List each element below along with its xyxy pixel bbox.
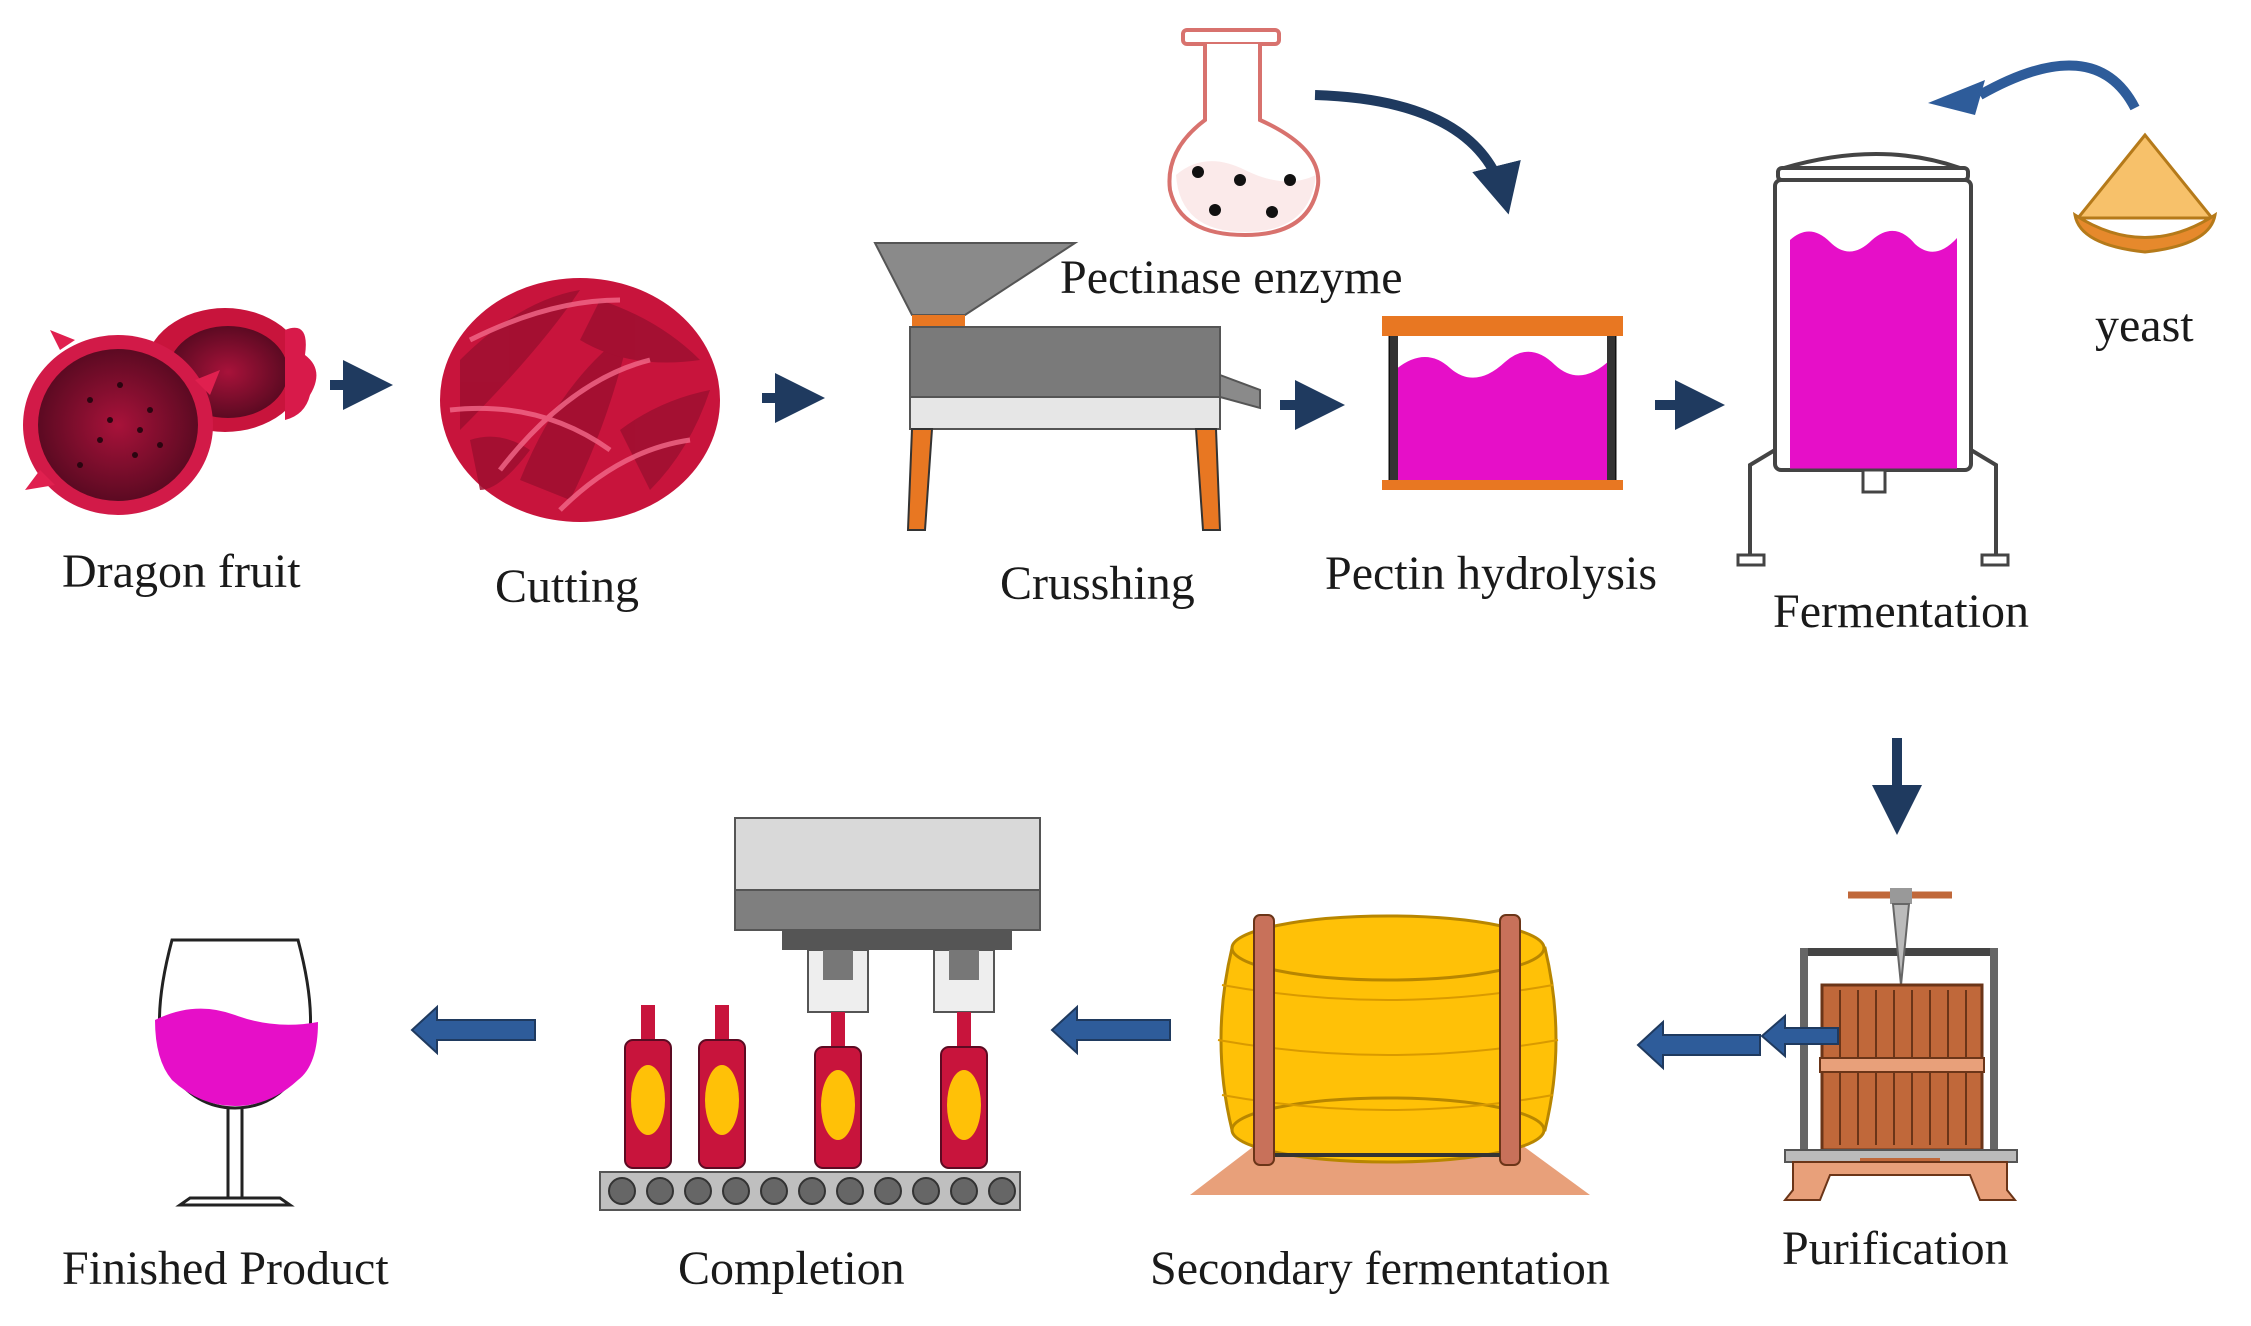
label-finished-product: Finished Product (62, 1242, 389, 1295)
label-fermentation: Fermentation (1773, 585, 2029, 638)
flow-arrows-top (330, 360, 1725, 430)
yeast-icon (2072, 132, 2218, 254)
wine-glass-image (155, 938, 318, 1207)
label-completion: Completion (678, 1242, 905, 1295)
dragon-fruit-image (23, 308, 317, 515)
label-cutting: Cutting (495, 560, 640, 613)
label-crushing: Crusshing (1000, 557, 1195, 610)
label-purification: Purification (1782, 1222, 2009, 1275)
bottle (624, 1005, 672, 1169)
bottles (624, 1005, 988, 1169)
bottle (940, 1012, 988, 1169)
barrel-image (1190, 914, 1590, 1195)
flask-image (1167, 28, 1321, 238)
bottle (814, 1012, 862, 1169)
crushing-machine-image (873, 242, 1261, 531)
flow-arrows-bottom (410, 1004, 1839, 1071)
yeast-arrow (1977, 60, 2140, 111)
bottle (698, 1005, 746, 1169)
cutting-image (440, 278, 720, 522)
bottling-machine-image (599, 817, 1041, 1211)
label-pectinase-enzyme: Pectinase enzyme (1060, 251, 1403, 304)
label-secondary-fermentation: Secondary fermentation (1150, 1242, 1610, 1295)
label-yeast: yeast (2095, 299, 2194, 352)
label-dragon-fruit: Dragon fruit (62, 545, 301, 598)
yeast-arrowhead (1928, 80, 1985, 115)
enzyme-arrow (1314, 90, 1521, 215)
press-image (1782, 888, 2018, 1201)
pectin-hydrolysis-tank-image (1382, 316, 1623, 490)
fermentation-tank-image (1736, 152, 2010, 567)
label-pectin-hydrolysis: Pectin hydrolysis (1325, 547, 1657, 600)
